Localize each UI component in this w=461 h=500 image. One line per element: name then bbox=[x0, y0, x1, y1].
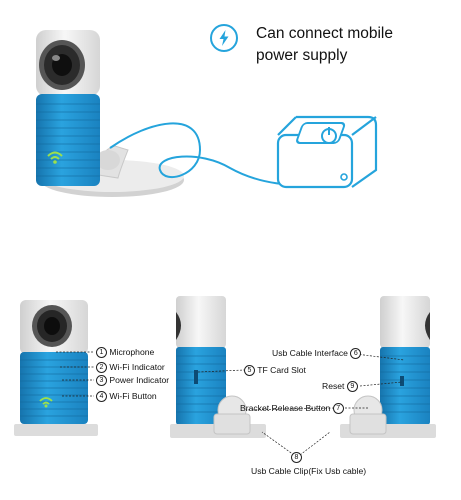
callout-usb-cable-clip-label: Usb Cable Clip(Fix Usb cable) bbox=[251, 466, 367, 476]
callout-label: Bracket Release Button bbox=[240, 403, 331, 413]
callout-usb-cable-clip-number: 8 bbox=[291, 452, 302, 464]
callout-label: Power Indicator bbox=[109, 375, 170, 385]
callout-number: 4 bbox=[96, 391, 107, 403]
callout-number: 9 bbox=[346, 381, 358, 393]
callout-number: 5 bbox=[244, 365, 255, 377]
callout-reset: Reset 9 bbox=[322, 381, 358, 393]
callout-tf-card-slot: 5 TF Card Slot bbox=[244, 365, 306, 377]
headline-line-1: Can connect mobile bbox=[256, 25, 393, 42]
usb-cable bbox=[109, 122, 346, 187]
camera-lens bbox=[39, 40, 85, 90]
wifi-indicator-icon bbox=[47, 151, 63, 164]
callout-wifi-indicator: 2 Wi-Fi Indicator bbox=[96, 362, 165, 374]
callout-label: Reset bbox=[322, 381, 345, 391]
callout-wifi-button: 4 Wi-Fi Button bbox=[96, 391, 157, 403]
callout-number: 1 bbox=[96, 347, 107, 359]
callout-label: Usb Cable Interface bbox=[272, 348, 348, 358]
callout-number: 6 bbox=[350, 348, 362, 360]
callout-number: 2 bbox=[96, 362, 107, 374]
callout-label: Wi-Fi Indicator bbox=[109, 362, 165, 372]
callout-label: TF Card Slot bbox=[257, 365, 306, 375]
headline-line-2: power supply bbox=[256, 47, 348, 64]
callout-number: 3 bbox=[96, 375, 107, 387]
lightning-bolt-icon bbox=[210, 24, 238, 52]
power-supply-icon-badge bbox=[209, 23, 239, 53]
callout-label: Wi-Fi Button bbox=[109, 391, 157, 401]
callout-power-indicator: 3 Power Indicator bbox=[96, 375, 170, 387]
power-bank-icon bbox=[276, 115, 378, 189]
callout-microphone: 1 Microphone bbox=[96, 347, 155, 359]
callout-number: 8 bbox=[291, 452, 302, 464]
callout-label: Microphone bbox=[109, 347, 155, 357]
callout-bracket-release-button: Bracket Release Button 7 bbox=[240, 403, 344, 415]
callout-usb-cable-interface: Usb Cable Interface 6 bbox=[272, 348, 362, 360]
callout-number: 7 bbox=[332, 403, 344, 415]
